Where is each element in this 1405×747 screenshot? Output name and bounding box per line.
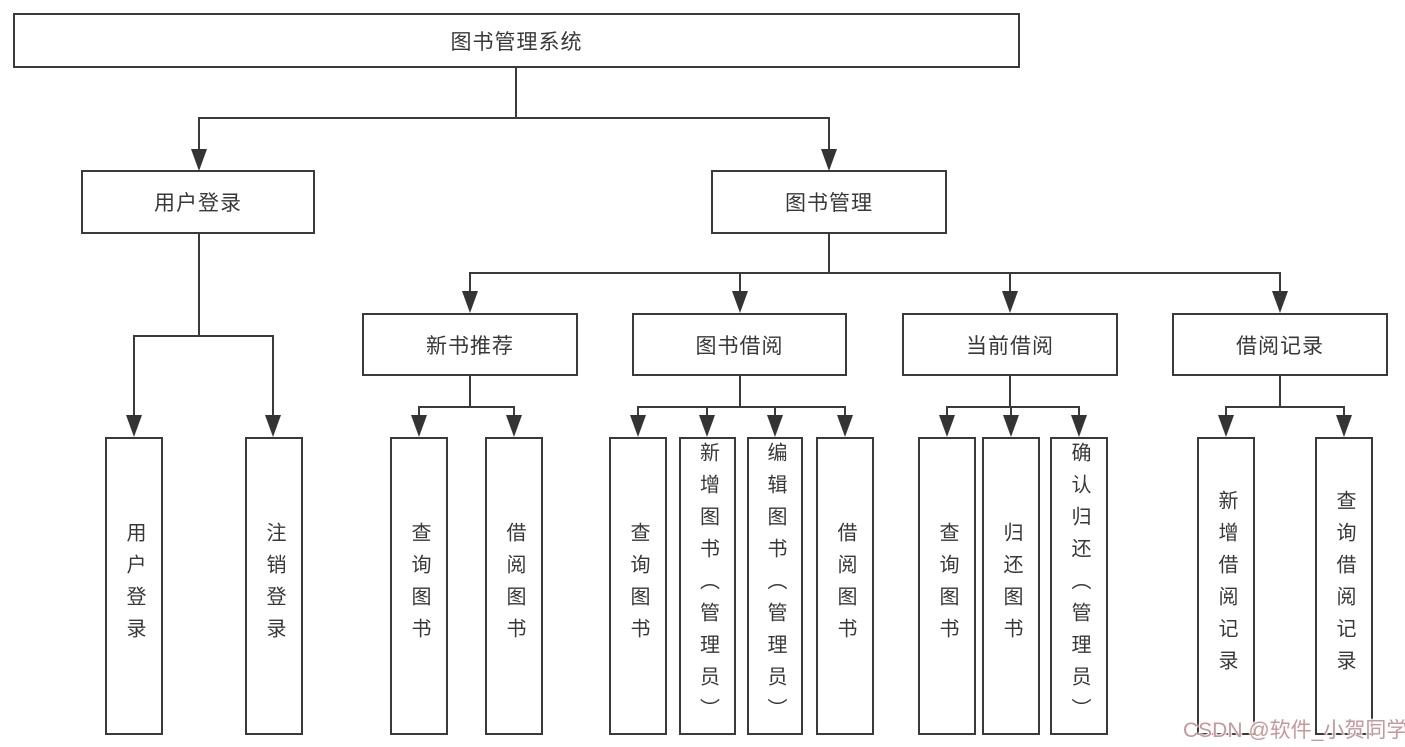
node-borrow-records: 借阅记录: [1172, 313, 1388, 376]
leaf-borrow-book-label: 借阅图书: [834, 522, 856, 650]
arrowhead-down-icon: [462, 291, 478, 313]
node-root: 图书管理系统: [13, 13, 1020, 68]
leaf-edit-book-admin-label: 编辑图书（管理员）: [764, 442, 786, 730]
connector-vline: [1009, 375, 1011, 407]
arrowhead-down-icon: [1336, 415, 1352, 437]
connector-vline: [1078, 406, 1080, 418]
connector-vline: [1279, 272, 1281, 294]
arrowhead-down-icon: [699, 415, 715, 437]
leaf-add-book-admin-label: 新增图书（管理员）: [696, 442, 719, 730]
connector-hline: [637, 406, 846, 408]
leaf-query-borrow-record-label: 查询借阅记录: [1333, 490, 1355, 682]
connector-vline: [1010, 406, 1012, 418]
arrowhead-down-icon: [821, 149, 837, 171]
arrowhead-down-icon: [191, 149, 207, 171]
arrowhead-down-icon: [630, 415, 646, 437]
connector-vline: [739, 272, 741, 294]
connector-hline: [418, 406, 515, 408]
leaf-logout: 注销登录: [245, 437, 303, 735]
connector-hline: [946, 406, 1080, 408]
leaf-add-borrow-record-label: 新增借阅记录: [1215, 490, 1237, 682]
leaf-user-login: 用户登录: [105, 437, 163, 735]
leaf-query-borrow-record: 查询借阅记录: [1315, 437, 1373, 735]
leaf-return-book-label: 归还图书: [1000, 522, 1022, 650]
arrowhead-down-icon: [1218, 415, 1234, 437]
leaf-query-book-rec-label: 查询图书: [408, 522, 430, 650]
connector-vline: [272, 335, 274, 418]
arrowhead-down-icon: [939, 415, 955, 437]
node-book-mgmt: 图书管理: [711, 170, 947, 234]
connector-vline: [1279, 375, 1281, 407]
connector-vline: [469, 375, 471, 407]
leaf-query-book-borrow-label: 查询图书: [627, 522, 649, 650]
connector-hline: [133, 335, 274, 337]
arrowhead-down-icon: [126, 415, 142, 437]
connector-vline: [637, 406, 639, 418]
arrowhead-down-icon: [732, 291, 748, 313]
connector-vline: [1343, 406, 1345, 418]
connector-vline: [198, 117, 200, 151]
node-user-login: 用户登录: [81, 170, 315, 234]
connector-vline: [706, 406, 708, 418]
connector-vline: [739, 375, 741, 407]
leaf-query-book-current: 查询图书: [918, 437, 976, 735]
leaf-query-book-current-label: 查询图书: [936, 522, 958, 650]
connector-vline: [133, 335, 135, 418]
leaf-user-login-label: 用户登录: [123, 522, 145, 650]
connector-vline: [828, 234, 830, 273]
arrowhead-down-icon: [411, 415, 427, 437]
leaf-confirm-return-admin: 确认归还（管理员）: [1050, 437, 1108, 735]
arrowhead-down-icon: [1071, 415, 1087, 437]
leaf-borrow-book-rec: 借阅图书: [485, 437, 543, 735]
connector-hline: [1225, 406, 1345, 408]
csdn-watermark: CSDN @软件_小贺同学: [1183, 719, 1405, 742]
connector-vline: [946, 406, 948, 418]
connector-hline: [469, 272, 1281, 274]
arrowhead-down-icon: [837, 415, 853, 437]
connector-vline: [774, 406, 776, 418]
leaf-edit-book-admin: 编辑图书（管理员）: [747, 437, 803, 735]
connector-vline: [1009, 272, 1011, 294]
leaf-return-book: 归还图书: [982, 437, 1040, 735]
leaf-borrow-book-rec-label: 借阅图书: [503, 522, 525, 650]
leaf-borrow-book: 借阅图书: [816, 437, 874, 735]
connector-vline: [844, 406, 846, 418]
connector-vline: [469, 272, 471, 294]
leaf-query-book-rec: 查询图书: [390, 437, 448, 735]
leaf-logout-label: 注销登录: [263, 522, 285, 650]
arrowhead-down-icon: [265, 415, 281, 437]
connector-vline: [1225, 406, 1227, 418]
connector-vline: [828, 117, 830, 151]
node-current-borrow: 当前借阅: [902, 313, 1118, 376]
arrowhead-down-icon: [767, 415, 783, 437]
connector-vline: [198, 234, 200, 336]
leaf-confirm-return-admin-label: 确认归还（管理员）: [1068, 442, 1090, 730]
node-new-book-rec: 新书推荐: [362, 313, 578, 376]
connector-vline: [515, 67, 517, 118]
arrowhead-down-icon: [1002, 291, 1018, 313]
leaf-add-book-admin: 新增图书（管理员）: [679, 437, 736, 735]
arrowhead-down-icon: [1003, 415, 1019, 437]
leaf-query-book-borrow: 查询图书: [609, 437, 667, 735]
arrowhead-down-icon: [506, 415, 522, 437]
connector-hline: [198, 117, 830, 119]
arrowhead-down-icon: [1272, 291, 1288, 313]
node-book-borrow: 图书借阅: [632, 313, 847, 376]
connector-vline: [513, 406, 515, 418]
leaf-add-borrow-record: 新增借阅记录: [1197, 437, 1255, 735]
connector-vline: [418, 406, 420, 418]
